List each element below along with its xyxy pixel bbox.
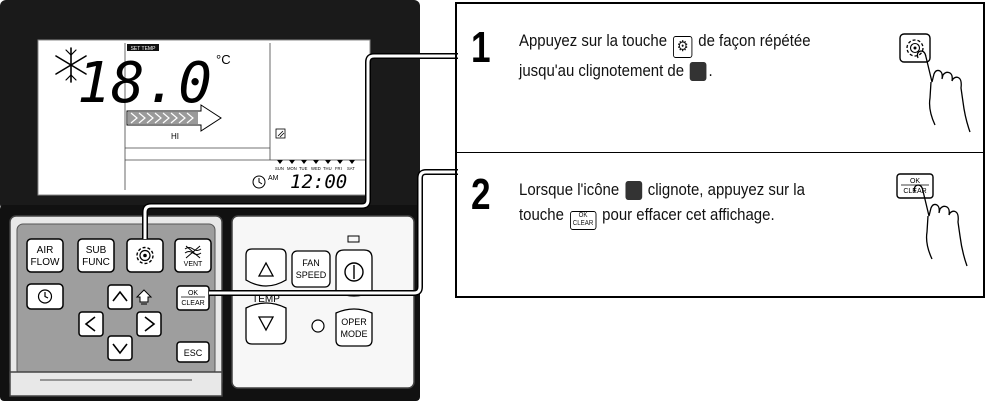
esc-button[interactable]: ESC — [176, 341, 210, 363]
vent-button[interactable]: VENT — [174, 238, 212, 273]
lcd-temp-unit: °C — [216, 52, 231, 67]
fan-speed-bar — [126, 104, 222, 132]
up-arrow-button[interactable] — [107, 284, 133, 310]
weekday-row: SUN MON TUE WED THU FRI SAT — [275, 166, 355, 171]
ok-clear-icon-clear: CLEAR — [572, 220, 594, 227]
clear-label: CLEAR — [181, 300, 204, 307]
pointing-hand-icon — [916, 50, 971, 133]
fan-speed-button[interactable]: FAN SPEED — [291, 250, 331, 288]
gear-icon — [136, 246, 154, 265]
ok-label: OK — [188, 290, 198, 297]
weekday-fri: FRI — [335, 166, 342, 171]
power-indicator-led — [347, 235, 360, 243]
step-2-text-after: pour effacer cet affichage. — [602, 205, 775, 224]
triangle-down-icon — [257, 316, 275, 332]
weekday-wed: WED — [311, 166, 321, 171]
filter-icon — [689, 62, 707, 81]
temp-down-button[interactable] — [245, 302, 287, 345]
step-1-number: 1 — [471, 23, 491, 72]
weekday-tue: TUE — [299, 166, 308, 171]
lcd-temperature: 18.0 — [77, 51, 212, 116]
callout-line-step-2 — [209, 169, 458, 296]
step-2: 2 Lorsque l'icône clignote, appuyez sur … — [457, 152, 983, 296]
air-flow-button[interactable]: AIR FLOW — [26, 238, 64, 273]
callout-line-step-1 — [142, 53, 458, 239]
fan-speed-label-2: SPEED — [296, 270, 327, 280]
air-flow-label-1: AIR — [37, 245, 54, 256]
temp-label: TEMP — [252, 294, 280, 305]
panel-cover-hinge — [9, 371, 223, 397]
step-1-hand-illustration — [899, 33, 971, 133]
chevron-up-icon — [112, 290, 128, 302]
step-1-text-before: Appuyez sur la touche — [519, 31, 668, 50]
oper-mode-label-1: OPER — [341, 317, 367, 327]
sub-func-label-1: SUB — [86, 245, 107, 256]
esc-label: ESC — [184, 348, 203, 358]
step-1-text-after: de façon répétée jusqu'au clignotement d… — [519, 31, 811, 80]
settings-button[interactable] — [126, 238, 164, 273]
fan-speed-label-1: FAN — [302, 258, 320, 268]
filter-icon — [625, 181, 642, 200]
chevron-left-icon — [84, 316, 96, 332]
weekday-sun: SUN — [275, 166, 284, 171]
step-1-text-end: . — [708, 61, 713, 80]
fan-level-label: HI — [171, 132, 179, 141]
gear-icon: ⚙ — [672, 36, 693, 58]
power-icon — [344, 262, 364, 282]
weekday-sat: SAT — [347, 166, 355, 171]
temp-up-button[interactable] — [245, 248, 287, 287]
lcd-clock: 12:00 — [290, 171, 347, 193]
right-arrow-button[interactable] — [136, 311, 162, 337]
reset-pinhole — [311, 319, 325, 333]
clock-am-label: AM — [268, 175, 279, 182]
sub-func-button[interactable]: SUB FUNC — [77, 238, 115, 273]
lcd-filter-icon — [275, 128, 286, 139]
triangle-up-icon — [257, 261, 275, 277]
oper-mode-button[interactable]: OPER MODE — [335, 308, 373, 347]
pointing-hand-icon — [913, 184, 968, 267]
step-2-hand-illustration: OK CLEAR — [896, 173, 968, 267]
gear-icon — [906, 39, 924, 57]
weekday-thu: THU — [323, 166, 332, 171]
step-2-text-middle: clignote, appuyez sur la touche — [519, 180, 805, 224]
remote-controller: SET TEMP 18.0 °C HI — [0, 0, 420, 401]
step-2-text-before: Lorsque l'icône — [519, 180, 620, 199]
step-2-number: 2 — [471, 170, 491, 219]
chevron-right-icon — [144, 316, 156, 332]
step-1: 1 Appuyez sur la touche ⚙ de façon répét… — [457, 4, 983, 152]
power-button[interactable] — [335, 249, 373, 297]
down-arrow-button[interactable] — [107, 335, 133, 361]
oper-mode-label-2: MODE — [341, 329, 368, 339]
weekday-mon: MON — [287, 166, 297, 171]
vent-icon — [184, 245, 202, 259]
air-flow-label-2: FLOW — [31, 257, 60, 268]
left-arrow-button[interactable] — [78, 311, 104, 337]
set-temp-badge: SET TEMP — [131, 46, 156, 52]
instruction-steps: 1 Appuyez sur la touche ⚙ de façon répét… — [455, 2, 985, 298]
clock-icon — [37, 289, 53, 304]
set-temp-badge-bg — [127, 44, 159, 51]
vent-label: VENT — [184, 261, 203, 268]
hand-ok-label: OK — [910, 178, 920, 185]
lock-icon — [135, 289, 153, 305]
weekday-markers — [277, 160, 355, 164]
sub-func-label-2: FUNC — [82, 257, 110, 268]
step-2-text: Lorsque l'icône clignote, appuyez sur la… — [519, 177, 827, 230]
chevron-down-icon — [112, 343, 128, 355]
step-1-text: Appuyez sur la touche ⚙ de façon répétée… — [519, 28, 827, 83]
timer-button[interactable] — [26, 283, 64, 310]
lcd-display: SET TEMP 18.0 °C HI — [37, 39, 371, 196]
snowflake-icon — [55, 47, 87, 83]
clock-icon — [252, 175, 266, 189]
ok-clear-icon-ok: OK — [578, 212, 588, 219]
ok-clear-button[interactable]: OK CLEAR — [176, 285, 210, 311]
